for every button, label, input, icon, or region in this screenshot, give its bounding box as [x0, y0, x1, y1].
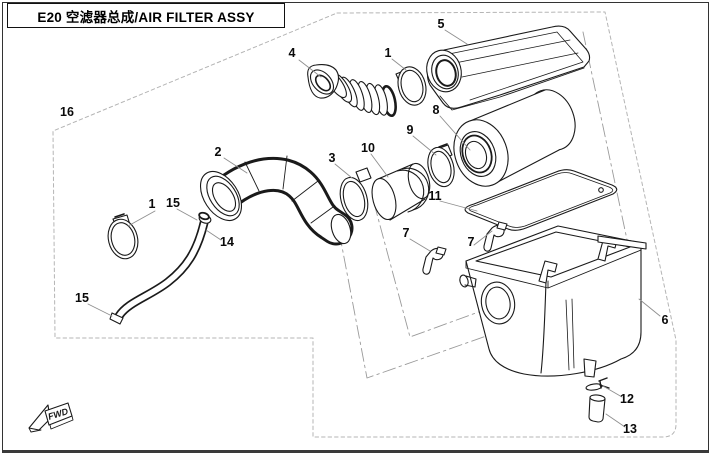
leader-line-11 [439, 200, 478, 212]
leader-line-15 [176, 208, 198, 221]
alignment-centerlines [334, 31, 634, 379]
part-drain-clamp [585, 377, 610, 391]
diagram-title-box: E20 空滤器总成/AIR FILTER ASSY [7, 3, 285, 28]
leader-line-2 [223, 157, 248, 174]
leader-line-7 [473, 230, 493, 246]
leader-line-3 [334, 163, 353, 179]
part-connector-tube [371, 162, 431, 221]
part-intake-duct [199, 155, 354, 246]
leader-line-14 [205, 229, 222, 241]
part-clamp-duct [107, 213, 139, 260]
part-air-filter-cover [426, 25, 591, 111]
leader-line-10 [370, 153, 389, 178]
leader-line-12 [602, 385, 623, 398]
leader-line-6 [638, 298, 661, 317]
part-latch-clip-right [483, 221, 508, 252]
leader-lines [87, 29, 661, 428]
fwd-arrow: FWD [28, 402, 74, 433]
leader-line-4 [298, 59, 322, 78]
leader-line-1 [127, 210, 156, 227]
part-drain-plug [588, 394, 606, 423]
leader-line-13 [605, 413, 626, 428]
part-drain-hose [109, 211, 212, 325]
part-gasket [464, 169, 618, 231]
part-intake-snorkel [307, 64, 397, 118]
part-clamp-9 [427, 143, 455, 188]
leader-line-1 [391, 58, 407, 71]
assembly-dashed-frame [52, 11, 677, 438]
page-title: E20 空滤器总成/AIR FILTER ASSY [37, 9, 255, 25]
leader-line-7 [409, 238, 431, 252]
leader-line-9 [412, 135, 437, 156]
leader-line-8 [439, 115, 471, 151]
part-filter-element [453, 89, 576, 187]
part-clamp-3 [339, 167, 372, 222]
part-airbox-housing [459, 225, 647, 378]
part-clamp-snorkel [395, 66, 427, 106]
leader-line-5 [444, 29, 468, 45]
part-latch-clip-left [422, 246, 447, 275]
leader-line-15 [87, 303, 113, 317]
